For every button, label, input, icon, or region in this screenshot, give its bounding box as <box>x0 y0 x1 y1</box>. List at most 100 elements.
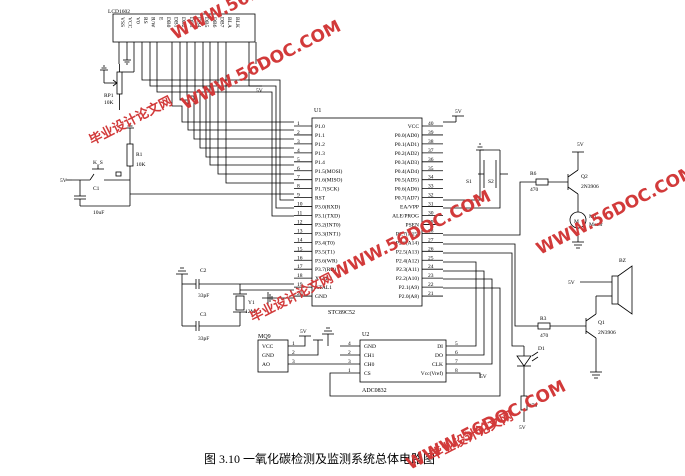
mcu-pin-name: P2.6(A14) <box>396 239 419 246</box>
s1-label: S1 <box>466 179 472 185</box>
rp1-label: RP1 <box>104 93 114 99</box>
sensor-pin-name: AO <box>262 362 270 368</box>
figure-caption: 图 3.10 一氧化碳检测及监测系统总体电路图 <box>204 451 435 466</box>
r6-body <box>535 178 549 186</box>
lcd-bla-5v: 5V <box>256 88 263 94</box>
mcu-pin-number: 37 <box>428 148 434 154</box>
mcu-pin-number: 3 <box>297 139 300 145</box>
q2-5v: 5V <box>577 142 584 148</box>
mcu-part: STC89C52 <box>328 310 355 316</box>
mcu-pin-name: P1.6(MISO) <box>315 177 343 184</box>
mcu-pin-number: 27 <box>428 237 434 243</box>
adc-pin-name: GND <box>364 344 376 350</box>
q2-value: 2N3906 <box>581 184 599 190</box>
mcu-pin-number: 21 <box>428 291 434 297</box>
c1-label: C1 <box>93 186 100 192</box>
mcu-pin-name: P0.0(AD0) <box>395 132 419 139</box>
y1-value: 12M <box>245 309 256 315</box>
potentiometer-rp1: RP1 10K <box>100 64 123 110</box>
mcu-pin-number: 5 <box>297 157 300 163</box>
bz-label: BZ <box>619 258 627 264</box>
lcd-pin-label: BLA <box>226 17 232 28</box>
r6-value: 470 <box>530 187 539 193</box>
lcd-pin-label: E <box>157 17 163 21</box>
mcu-pin-name: P2.3(A11) <box>396 266 419 273</box>
sensor-body <box>257 339 289 373</box>
adc-body <box>359 339 447 383</box>
switch-circuit: S1 S2 <box>443 143 508 209</box>
mcu-pin-name: P2.7(A15) <box>396 230 419 237</box>
mcu-pin-name: PSEN <box>406 222 419 228</box>
mcu-pin-number: 40 <box>428 121 434 127</box>
adc-pin-number: 2 <box>348 350 351 356</box>
mcu-pin-name: XTAL2 <box>315 276 332 282</box>
mcu-pin-number: 2 <box>297 130 300 136</box>
mcu-pin-name: P0.7(AD7) <box>395 195 419 202</box>
mcu-pin-name: GND <box>315 294 327 300</box>
mcu-pin-name: P3.3(INT1) <box>315 230 341 237</box>
buzzer-driver: R3 470 Q1 2N3906 BZ 5V <box>443 243 633 379</box>
adc-pin-number: 5 <box>455 341 458 347</box>
adc-pin-name: CH1 <box>364 353 375 359</box>
mcu-pin-name: P0.3(AD3) <box>395 159 419 166</box>
c3-value: 33pF <box>198 336 209 342</box>
adc-pin-name: DI <box>437 344 443 350</box>
mcu-pin-number: 30 <box>428 211 434 217</box>
y1-label: Y1 <box>248 300 255 306</box>
adc-pin-number: 4 <box>348 341 351 347</box>
mcu-pin-number: 14 <box>297 237 303 243</box>
watermark-cn-1: 毕业设计论文网 <box>87 93 175 149</box>
mcu-pin-number: 15 <box>297 246 303 252</box>
crystal-circuit: C2 33pF C3 33pF Y1 12M <box>176 267 294 342</box>
q1-value: 2N3906 <box>598 330 616 336</box>
mcu-pin-name: P0.1(AD1) <box>395 141 419 148</box>
r3-label: R3 <box>540 316 547 322</box>
sensor-pin-number: 1 <box>292 341 295 347</box>
mcu-pin-name: P0.6(AD6) <box>395 186 419 193</box>
mcu-pin-number: 22 <box>428 282 434 288</box>
reset-button-body <box>115 171 122 177</box>
mcu-pin-number: 35 <box>428 166 434 172</box>
mcu-pin-name: RST <box>315 196 326 202</box>
mcu-pin-name: P3.4(T0) <box>315 239 335 246</box>
mcu-pin-name: VCC <box>408 124 420 130</box>
mcu-pin-number: 6 <box>297 166 300 172</box>
mcu-pin-number: 19 <box>297 282 303 288</box>
r1-label: R1 <box>136 152 143 158</box>
mcu-pin-name: P1.4 <box>315 160 325 166</box>
mcu-pin-number: 31 <box>428 202 434 208</box>
mcu-pin-name: P1.3 <box>315 151 325 157</box>
mcu-pin-number: 32 <box>428 193 434 199</box>
mcu-pin-name: P0.2(AD2) <box>395 150 419 157</box>
reset-button-label: K_S <box>93 160 103 166</box>
c1-value: 10uF <box>93 210 104 216</box>
r6-label: R6 <box>530 171 537 177</box>
watermark-url-5: WWW.56DOC.COM <box>533 162 685 260</box>
mcu-pin-name: XTAL1 <box>315 285 332 291</box>
mcu-pin-number: 39 <box>428 130 434 136</box>
lcd-pin-label: DB7 <box>218 17 224 28</box>
r1-body <box>126 143 134 167</box>
mcu-pin-name: ALE/PROG <box>392 214 419 220</box>
lcd-pin-label: DB2 <box>180 17 186 28</box>
lcd-pin-label: VSS <box>119 17 125 27</box>
c2-label: C2 <box>200 268 207 274</box>
adc-pin-name: Vcc(Vref) <box>421 370 443 377</box>
adc-wiring: 5V <box>322 261 501 397</box>
s2-label: S2 <box>488 179 494 185</box>
c3-label: C3 <box>200 312 207 318</box>
motor-m-letter: M <box>574 219 579 225</box>
q2-label: Q2 <box>581 174 588 180</box>
lcd-pin-label: DB1 <box>173 17 179 28</box>
lcd-pin-label: V0 <box>134 17 140 24</box>
mcu-pin-name: P2.5(A13) <box>396 248 419 255</box>
mcu-pin-name: P3.0(RXD) <box>315 204 340 211</box>
m1-value: Motor <box>589 222 603 228</box>
c2-value: 33pF <box>198 293 209 299</box>
sensor-ref: MQ9 <box>258 334 271 340</box>
